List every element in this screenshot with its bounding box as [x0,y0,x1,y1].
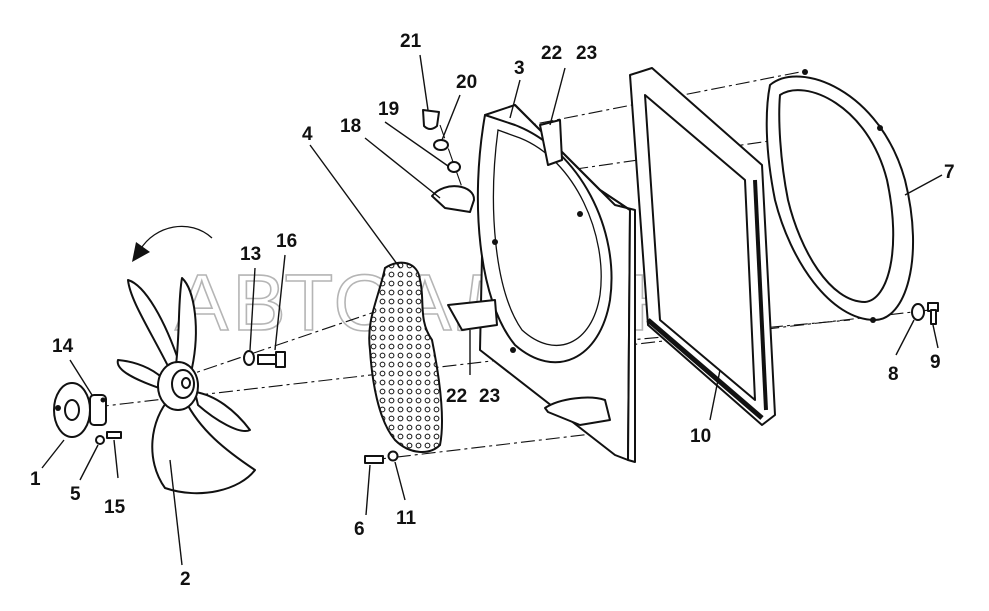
callout-4: 4 [302,124,313,145]
part-perforated-guard [368,261,444,453]
callout-21: 21 [400,31,422,52]
part-gasket-frame [629,67,776,426]
callout-19: 19 [378,99,399,120]
callout-1: 1 [30,469,41,490]
callout-23-bottom: 23 [479,386,500,407]
callout-22-bottom: 22 [446,386,467,407]
callout-22-top: 22 [541,43,562,64]
part-hub [53,382,107,438]
callout-labels: 1 2 3 4 5 6 7 8 9 10 11 13 14 15 16 18 1… [30,31,955,590]
part-shroud [447,104,636,463]
callout-10: 10 [690,426,711,447]
callout-20: 20 [456,72,477,93]
callout-9: 9 [930,352,941,373]
leader-lines [41,54,943,566]
callout-18: 18 [340,116,361,137]
callout-16: 16 [276,231,297,252]
callout-5: 5 [70,484,81,505]
callout-8: 8 [888,364,899,385]
callout-7: 7 [944,162,955,183]
callout-14: 14 [52,336,74,357]
callout-15: 15 [104,497,126,518]
callout-2: 2 [180,569,191,590]
part-fasteners [95,109,939,464]
callout-3: 3 [514,58,525,79]
part-ring [765,69,915,323]
callout-11: 11 [396,508,417,529]
callout-23-top: 23 [576,43,597,64]
callout-13: 13 [240,244,261,265]
part-fan [116,277,256,495]
callout-6: 6 [354,519,365,540]
rotation-arrow-icon [132,225,213,262]
